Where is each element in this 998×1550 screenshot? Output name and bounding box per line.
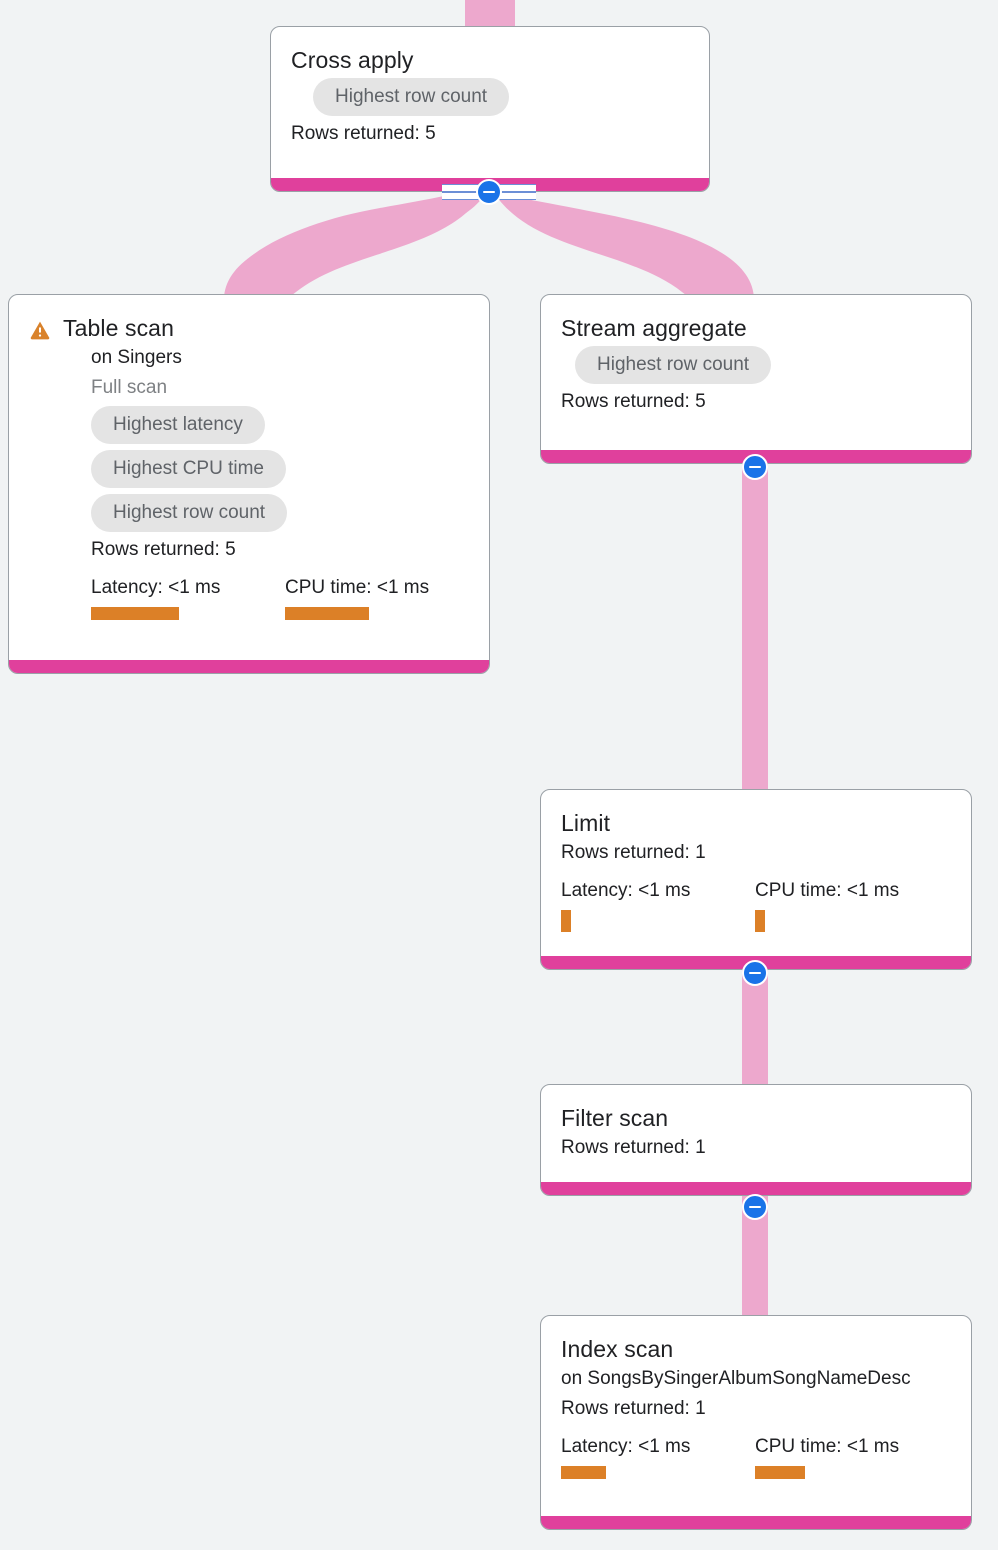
node-stream-aggregate[interactable]: Stream aggregate Highest row count Rows … [540,294,972,464]
node-title: Filter scan [561,1105,669,1131]
metric-latency-bar [91,607,179,620]
node-header: Cross apply [291,45,689,75]
node-metrics: Latency: <1 ms CPU time: <1 ms [561,878,951,932]
rows-returned: Rows returned: 5 [561,391,706,412]
metric-latency-label: Latency: <1 ms [91,577,221,598]
node-title: Cross apply [291,47,414,73]
node-header: Table scan [29,313,469,343]
metric-latency-bar [561,1466,606,1479]
node-metrics: Latency: <1 ms CPU time: <1 ms [91,575,469,620]
rows-returned: Rows returned: 1 [561,842,706,863]
node-body: Stream aggregate Highest row count Rows … [541,295,971,450]
rows-returned: Rows returned: 1 [561,1137,706,1158]
node-accent-bar [9,660,489,673]
collapse-toggle-cross-apply[interactable] [476,179,502,205]
metric-latency-bar [561,910,571,932]
node-filter-scan[interactable]: Filter scan Rows returned: 1 [540,1084,972,1196]
chip-highest-row-count: Highest row count [91,494,288,532]
node-accent-bar [541,1182,971,1195]
rows-returned: Rows returned: 1 [561,1398,706,1419]
node-header: Limit [561,808,951,838]
collapse-toggle-filter-scan[interactable] [742,1194,768,1220]
node-body: Index scan on SongsBySingerAlbumSongName… [541,1316,971,1516]
node-title: Stream aggregate [561,315,747,341]
node-header: Filter scan [561,1103,951,1133]
node-limit[interactable]: Limit Rows returned: 1 Latency: <1 ms CP… [540,789,972,970]
node-body: Cross apply Highest row count Rows retur… [271,27,709,178]
node-header: Index scan [561,1334,951,1364]
edge-into-cross-apply [465,0,515,28]
rows-returned: Rows returned: 5 [291,123,436,144]
node-body: Limit Rows returned: 1 Latency: <1 ms CP… [541,790,971,956]
node-cross-apply[interactable]: Cross apply Highest row count Rows retur… [270,26,710,192]
node-title: Table scan [63,315,174,341]
metric-cpu-time: CPU time: <1 ms [755,1434,949,1479]
node-index-scan[interactable]: Index scan on SongsBySingerAlbumSongName… [540,1315,972,1530]
metric-cpu-time-label: CPU time: <1 ms [755,1436,900,1457]
metric-latency-label: Latency: <1 ms [561,880,691,901]
metric-latency: Latency: <1 ms [561,1434,755,1479]
edge-cross-apply-to-stream-aggregate [488,188,754,307]
node-header: Stream aggregate [561,313,951,343]
metric-cpu-time: CPU time: <1 ms [755,878,949,932]
collapse-toggle-stream-aggregate[interactable] [742,454,768,480]
node-details: on Singers Full scan Highest latency Hig… [29,343,469,620]
chip-highest-latency: Highest latency [91,406,265,444]
metric-cpu-time-label: CPU time: <1 ms [755,880,900,901]
edge-cross-apply-to-table-scan [224,186,488,303]
chip-highest-cpu-time: Highest CPU time [91,450,286,488]
node-body: Table scan on Singers Full scan Highest … [9,295,489,660]
node-target: on Singers [91,347,182,368]
metric-latency: Latency: <1 ms [91,575,285,620]
node-scan-type: Full scan [91,377,168,398]
metric-cpu-time-bar [285,607,369,620]
warning-triangle-icon [30,321,50,340]
node-body: Filter scan Rows returned: 1 [541,1085,971,1182]
edge-stream-aggregate-to-limit [742,455,768,795]
metric-cpu-time-bar [755,910,765,932]
node-metrics: Latency: <1 ms CPU time: <1 ms [561,1434,951,1479]
node-table-scan[interactable]: Table scan on Singers Full scan Highest … [8,294,490,674]
chip-highest-row-count: Highest row count [575,346,772,384]
node-title: Limit [561,810,611,836]
metric-cpu-time: CPU time: <1 ms [285,575,479,620]
node-accent-bar [541,1516,971,1529]
chip-highest-row-count: Highest row count [313,78,510,116]
node-target: on SongsBySingerAlbumSongNameDesc [561,1368,911,1389]
metric-cpu-time-label: CPU time: <1 ms [285,577,430,598]
node-title: Index scan [561,1336,674,1362]
edge-cross-apply-to-table-scan-body [224,188,490,307]
collapse-toggle-limit[interactable] [742,960,768,986]
rows-returned: Rows returned: 5 [91,539,236,560]
metric-latency: Latency: <1 ms [561,878,755,932]
metric-cpu-time-bar [755,1466,805,1479]
metric-latency-label: Latency: <1 ms [561,1436,691,1457]
